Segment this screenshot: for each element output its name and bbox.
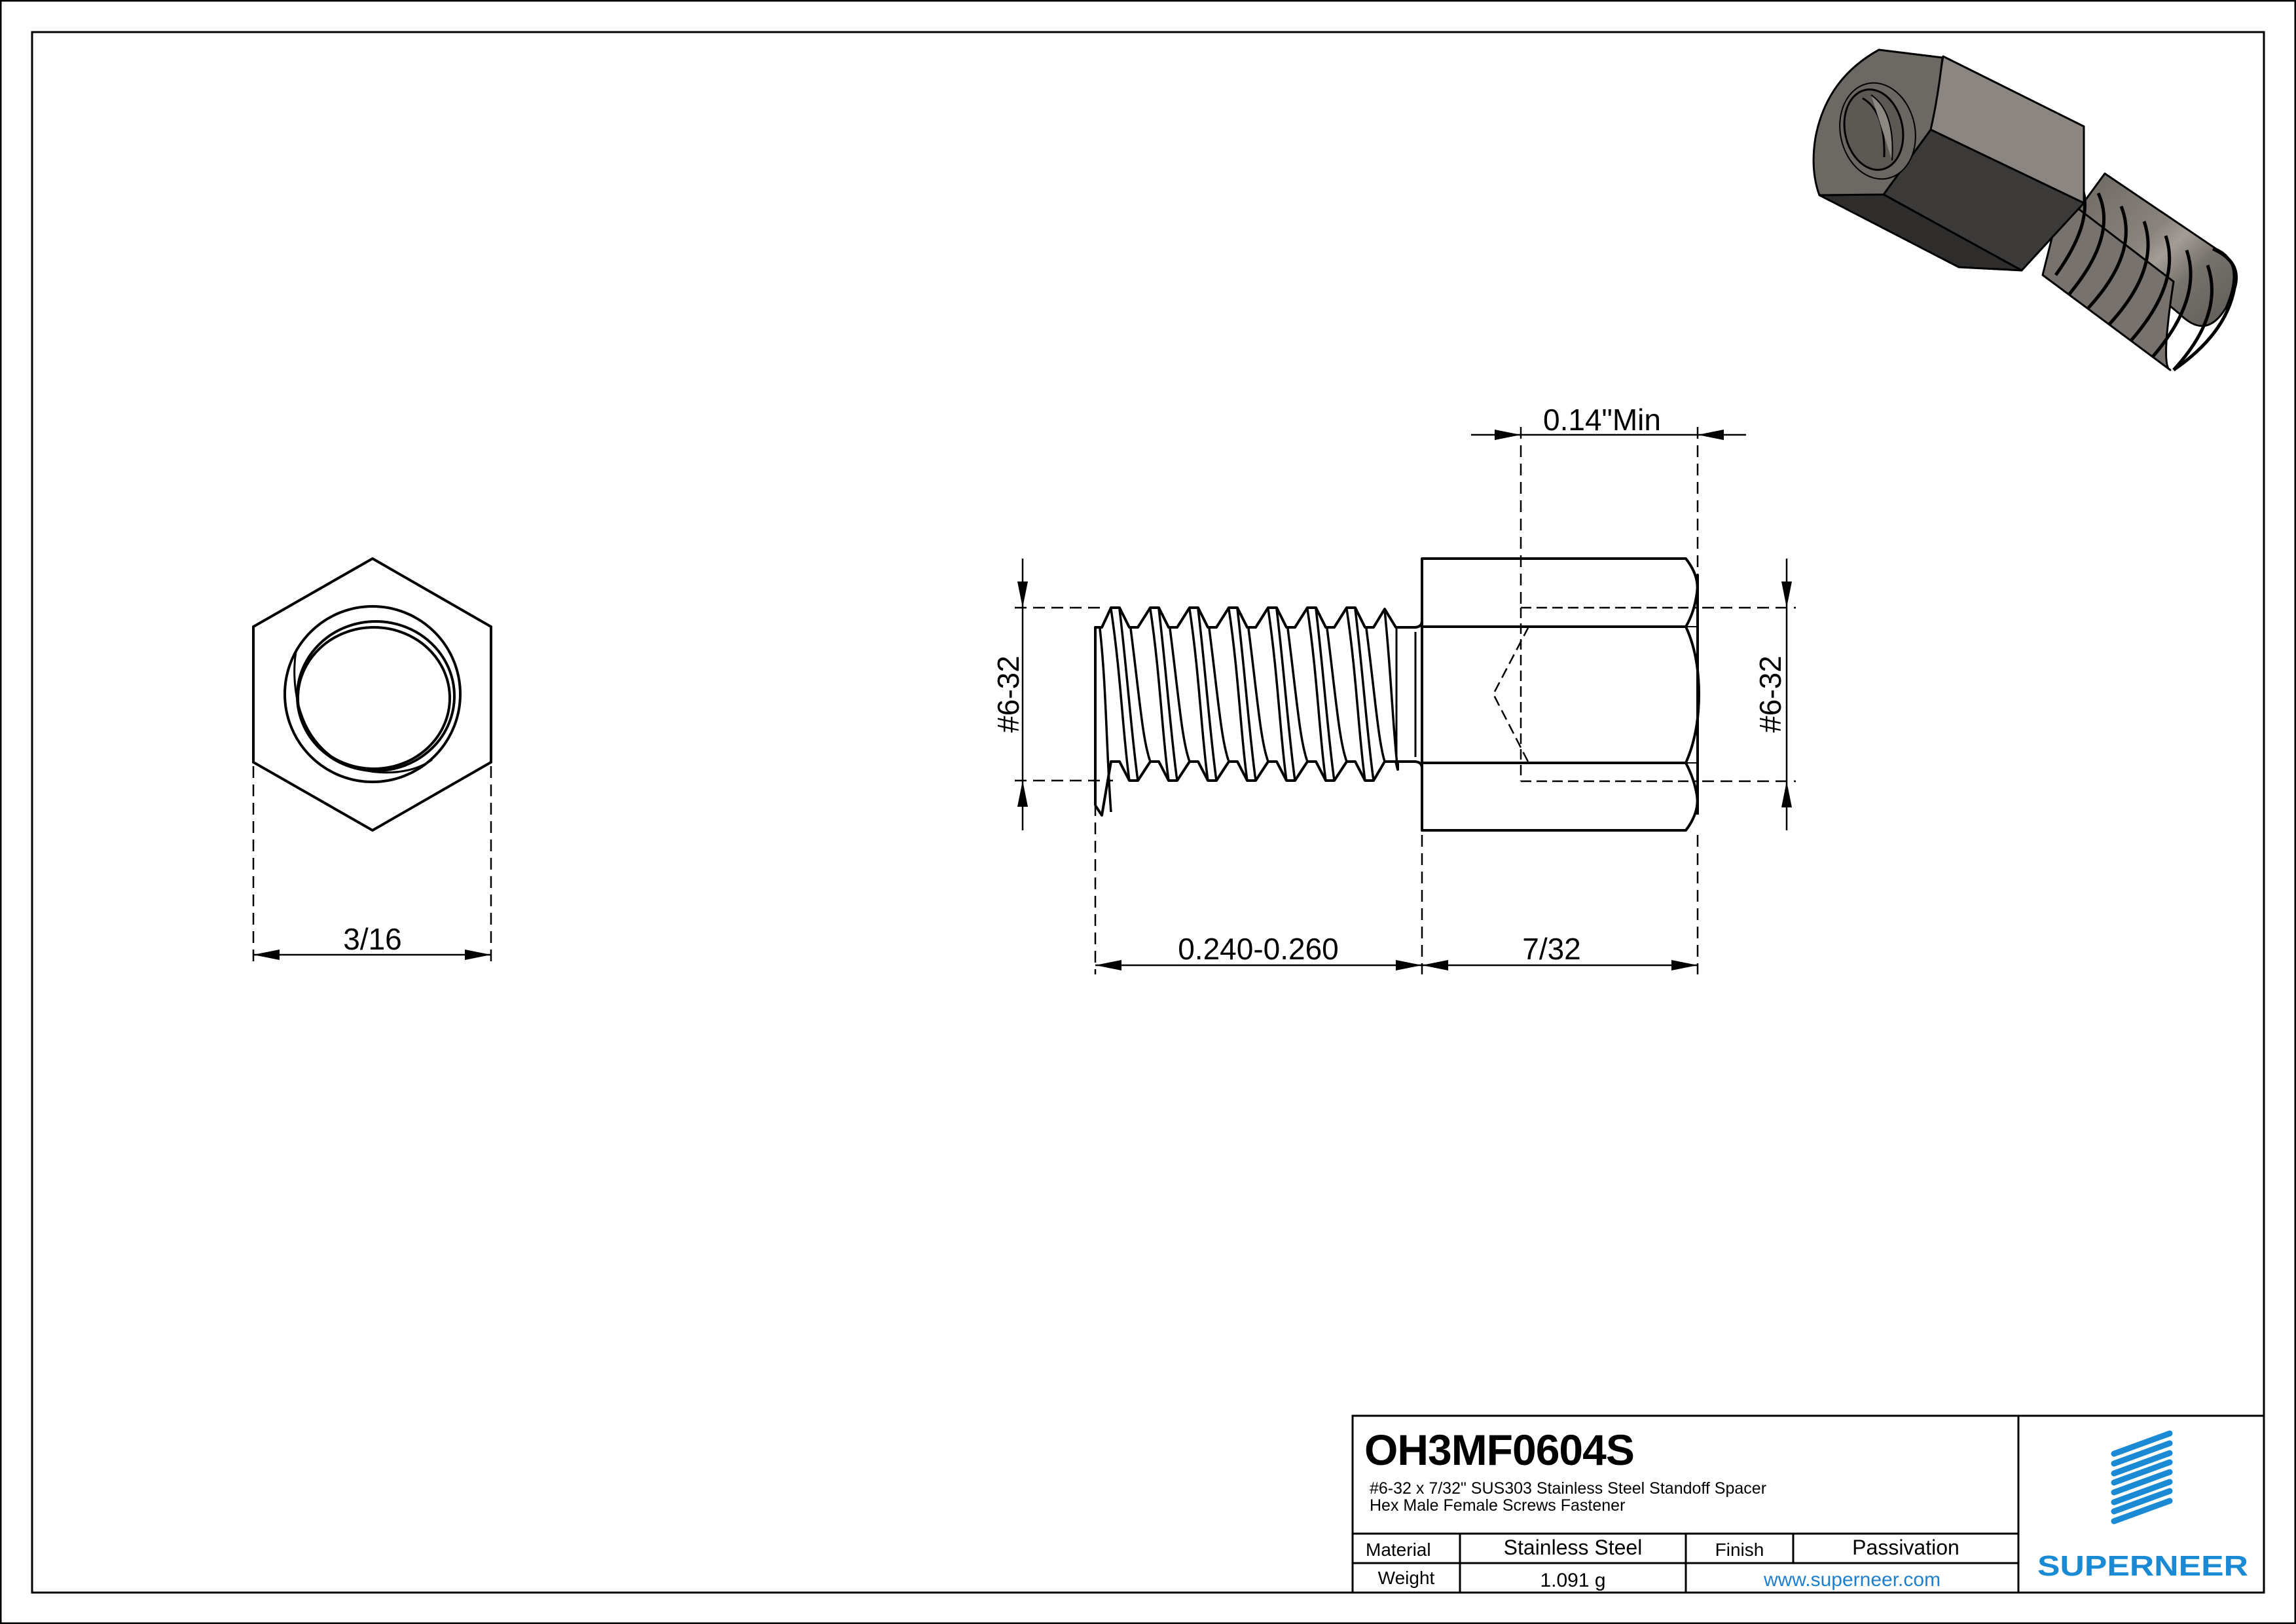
- dim-female-thread: [1702, 559, 1796, 830]
- dim-thread-depth: [1471, 427, 1746, 608]
- dim-hex-width-label: 3/16: [343, 922, 402, 956]
- side-view: [1094, 557, 1700, 832]
- dim-male-thread: [1015, 559, 1113, 830]
- thread-profile-bottom: [1094, 760, 1416, 817]
- thread-start-curve: [293, 651, 433, 774]
- dim-hex-width: [252, 766, 492, 964]
- finish-label: Finish: [1715, 1540, 1764, 1560]
- weight-label: Weight: [1377, 1568, 1435, 1588]
- render-thread: [2041, 172, 2238, 372]
- dim-female-thread-label: #6-32: [1753, 655, 1787, 733]
- description-line-1: #6-32 x 7/32" SUS303 Stainless Steel Sta…: [1370, 1479, 1767, 1498]
- hex-body: [1421, 557, 1700, 832]
- logo-icon: [2111, 1430, 2173, 1524]
- tapped-hole-hidden: [1492, 606, 1698, 783]
- end-view: [252, 557, 492, 832]
- dim-lengths: [1094, 786, 1699, 974]
- dim-body-length-label: 7/32: [1522, 932, 1581, 966]
- render-3d: [1812, 48, 2238, 372]
- dim-male-thread-label: #6-32: [991, 655, 1025, 733]
- part-number: OH3MF0604S: [1364, 1426, 1635, 1474]
- logo-wordmark: SUPERNEER: [2037, 1550, 2248, 1582]
- finish-value: Passivation: [1852, 1536, 1959, 1559]
- thread-profile-top: [1094, 606, 1416, 805]
- outer-chamfer-circle: [283, 605, 462, 783]
- description-line-2: Hex Male Female Screws Fastener: [1370, 1496, 1626, 1515]
- dim-male-length-label: 0.240-0.260: [1178, 932, 1339, 966]
- material-value: Stainless Steel: [1503, 1536, 1643, 1559]
- website-link[interactable]: www.superneer.com: [1763, 1569, 1941, 1591]
- hex-outline: [252, 557, 492, 832]
- weight-value: 1.091 g: [1540, 1570, 1606, 1591]
- material-label: Material: [1366, 1540, 1431, 1560]
- inner-border: [31, 31, 2265, 1594]
- title-block-frame: [1351, 1414, 2265, 1594]
- render-hole: [1843, 88, 1904, 171]
- dim-thread-depth-label: 0.14"Min: [1543, 403, 1661, 437]
